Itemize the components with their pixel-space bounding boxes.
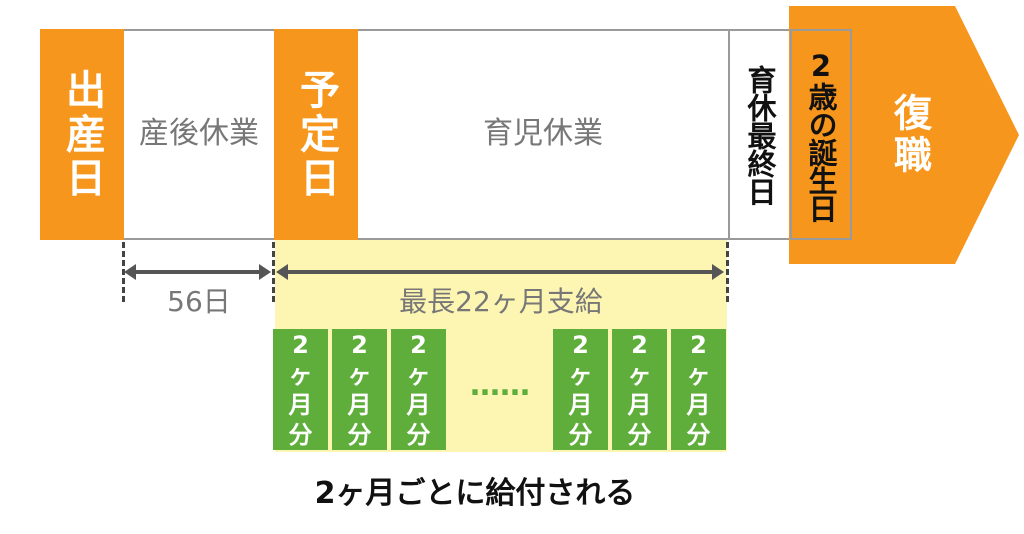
second-birthday-box <box>790 29 852 240</box>
dash-line-56-end <box>272 242 275 302</box>
payment-caption: 2ヶ月ごとに給付される <box>314 476 636 511</box>
timeline-bar <box>120 29 852 240</box>
second-birthday-label: 2歳の誕生日 <box>804 48 838 222</box>
dash-line-22-end <box>726 242 729 302</box>
last-leave-day-label: 育休最終日 <box>743 65 777 205</box>
postnatal-leave-label: 産後休業 <box>139 116 259 151</box>
divider <box>728 29 730 240</box>
span-22-months-label: 最長22ヶ月支給 <box>399 285 603 318</box>
due-day-block: 予定日 <box>274 29 358 240</box>
dash-line-56-start <box>122 242 125 302</box>
birth-day-block: 出産日 <box>40 29 124 240</box>
span-56-days-label: 56日 <box>167 285 231 318</box>
childcare-leave-label: 育児休業 <box>483 116 603 151</box>
payment-ellipsis: …… <box>470 367 530 403</box>
span-arrows <box>124 264 724 280</box>
return-to-work-label: 復職 <box>887 93 932 177</box>
